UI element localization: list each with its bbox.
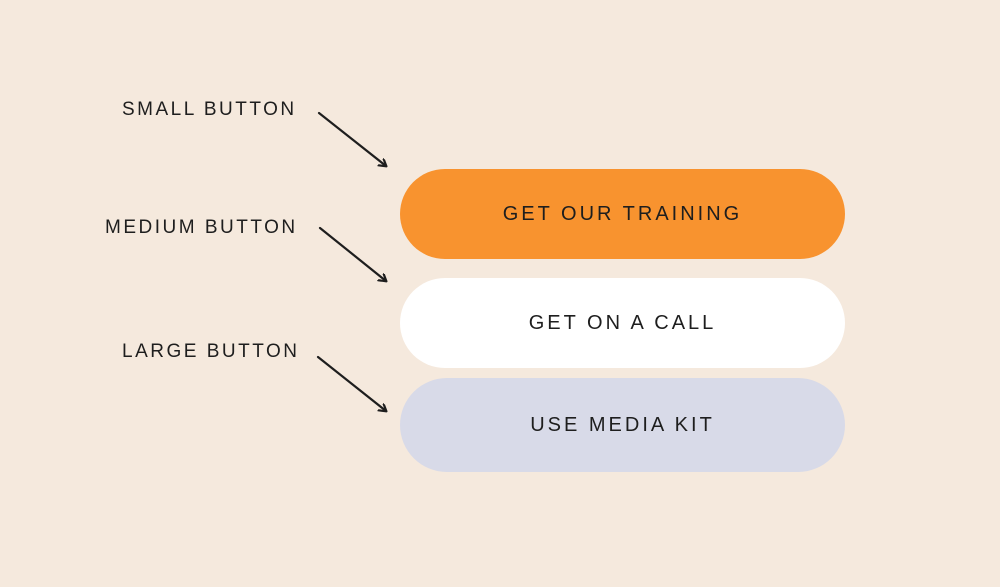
arrow-icon-medium-to-button [318, 226, 386, 281]
button-label: GET OUR TRAINING [502, 202, 743, 225]
annotation-large-button: LARGE BUTTON [122, 341, 300, 362]
button-label: GET ON A CALL [528, 311, 717, 334]
use-media-kit-button[interactable]: USE MEDIA KIT [400, 378, 845, 472]
button-label: USE MEDIA KIT [530, 413, 715, 436]
arrow-icon-small-to-button [317, 111, 386, 166]
annotation-medium-button: MEDIUM BUTTON [105, 217, 298, 238]
annotation-small-button: SMALL BUTTON [122, 99, 297, 120]
arrow-icon-large-to-button [316, 355, 386, 411]
get-our-training-button[interactable]: GET OUR TRAINING [400, 169, 845, 259]
get-on-a-call-button[interactable]: GET ON A CALL [400, 278, 845, 368]
